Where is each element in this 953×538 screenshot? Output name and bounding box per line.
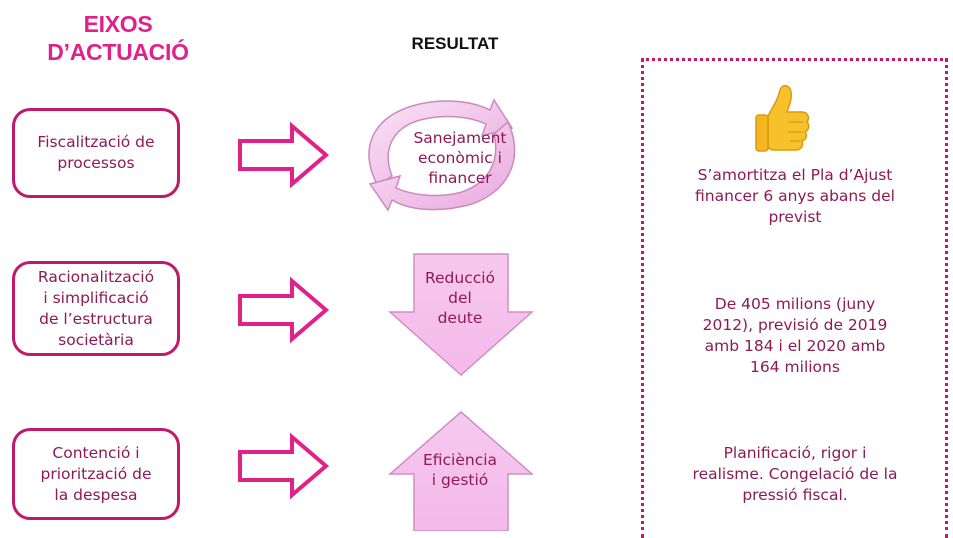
right-arrow-icon (238, 432, 330, 500)
axis-box-line: la despesa (54, 485, 138, 504)
note-line: financer 6 anys abans del (695, 187, 895, 205)
down-arrow-icon (388, 253, 534, 377)
axis-box-line: Contenció i (52, 443, 140, 462)
result-line: financer (428, 169, 492, 187)
result-line: Eficiència (422, 451, 498, 469)
note-amortization: S’amortitza el Pla d’Ajust financer 6 an… (670, 165, 920, 228)
axis-box-line: Fiscalització de (37, 133, 155, 151)
result-line: Reducció (424, 269, 496, 287)
axis-box-line: de l’estructura (39, 309, 153, 328)
up-arrow-icon (388, 411, 534, 531)
axis-box-line: i simplificació (43, 288, 149, 307)
result-label-efficiency: Eficiència i gestió (395, 450, 525, 490)
result-label-debt-reduction: Reducció del deute (395, 268, 525, 328)
axis-box-spending-containment: Contenció i priorització de la despesa (12, 428, 180, 520)
result-line: Sanejament (413, 129, 507, 147)
note-line: 164 milions (750, 358, 840, 376)
result-line: i gestió (431, 471, 489, 489)
note-planning: Planificació, rigor i realisme. Congelac… (670, 443, 920, 506)
note-line: pressió fiscal. (742, 486, 848, 504)
note-debt-figures: De 405 milions (juny 2012), previsió de … (670, 294, 920, 378)
axis-box-rationalization: Racionalització i simplificació de l’est… (12, 261, 180, 356)
result-label-sanitation: Sanejament econòmic i financer (395, 128, 525, 188)
right-arrow-icon (238, 121, 330, 189)
circular-arrows-icon (368, 98, 516, 212)
axis-box-fiscalization: Fiscalització de processos (12, 108, 180, 198)
axes-title: EIXOS D’ACTUACIÓ (18, 10, 218, 66)
note-line: previst (768, 208, 822, 226)
note-line: realisme. Congelació de la (692, 465, 898, 483)
axis-box-line: priorització de (40, 464, 152, 483)
axis-box-line: Racionalització (37, 267, 155, 286)
right-arrow-icon (238, 276, 330, 344)
note-line: S’amortitza el Pla d’Ajust (697, 166, 893, 184)
note-line: Planificació, rigor i (723, 444, 867, 462)
axes-title-line2: D’ACTUACIÓ (47, 39, 189, 65)
result-title: RESULTAT (411, 34, 499, 53)
note-line: amb 184 i el 2020 amb (704, 337, 886, 355)
note-line: 2012), previsió de 2019 (702, 316, 888, 334)
axes-title-line1: EIXOS (83, 11, 153, 37)
result-line: deute (437, 309, 483, 327)
note-line: De 405 milions (juny (714, 295, 876, 313)
thumbs-up-icon (755, 85, 810, 152)
result-line: del (448, 289, 472, 307)
result-line: econòmic i (417, 149, 502, 167)
axis-box-line: societària (58, 330, 134, 349)
axis-box-line: processos (57, 154, 135, 172)
notes-panel (641, 58, 948, 538)
